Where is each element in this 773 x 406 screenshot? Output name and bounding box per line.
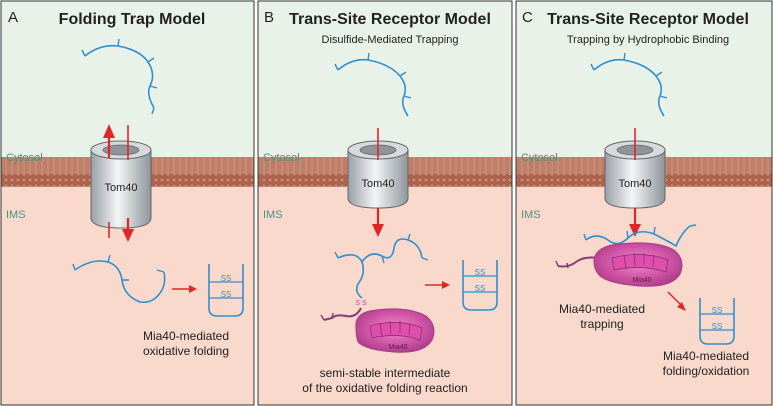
- ims-region: [258, 186, 512, 405]
- ims-substrate-cysteines: [72, 254, 165, 281]
- panel-c: C Trans-Site Receptor Model Trapping by …: [515, 0, 773, 406]
- disulfide-label: SS: [221, 274, 232, 283]
- panel-letter: A: [8, 9, 18, 26]
- folding-arrow-head: [677, 302, 686, 311]
- panel-border: [0, 0, 255, 406]
- tom40-label: Tom40: [361, 178, 394, 190]
- intermolecular-disulfide: S S: [355, 300, 367, 307]
- cytosol-region: [258, 1, 512, 159]
- mia40-tail: [557, 256, 599, 268]
- mia40-label: Mia40: [632, 277, 651, 284]
- folded-protein: SS SS: [699, 298, 735, 345]
- tom40-label: Tom40: [618, 178, 651, 190]
- cytosol-label: Cytosol: [263, 152, 300, 164]
- caption-line: oxidative folding: [143, 344, 229, 358]
- arrow-down-head: [372, 224, 384, 237]
- ims-substrate-cysteines: [334, 233, 429, 264]
- folding-arrow-head: [189, 285, 197, 293]
- substrate-cysteines: [81, 38, 158, 115]
- mia40-tail-marks: [555, 260, 569, 269]
- disulfide-label: SS: [712, 322, 723, 331]
- panel-title: Folding Trap Model: [59, 11, 206, 28]
- panel-a: A Folding Trap Model Cytosol IMS Tom40: [0, 0, 255, 406]
- caption-line: Mia40-mediated: [663, 349, 749, 363]
- disulfide-label: SS: [712, 306, 723, 315]
- ims-region: [516, 186, 772, 405]
- ims-label: IMS: [6, 209, 26, 221]
- cytosol-label: Cytosol: [521, 152, 558, 164]
- folded-protein: SS SS: [462, 260, 498, 311]
- mia40-tail: [323, 307, 362, 321]
- caption-line: folding/oxidation: [663, 364, 750, 378]
- tom40-label: Tom40: [104, 182, 137, 194]
- caption-line: of the oxidative folding reaction: [302, 381, 467, 395]
- mia40-label: Mia40: [388, 344, 407, 351]
- arrow-down-head: [629, 224, 641, 237]
- ims-substrate-chain: [337, 238, 423, 299]
- panel-letter: C: [522, 9, 533, 26]
- cytosol-label: Cytosol: [6, 152, 43, 164]
- caption-line: semi-stable intermediate: [320, 366, 451, 380]
- ims-substrate-chain: [585, 225, 691, 248]
- panel-title: Trans-Site Receptor Model: [547, 11, 749, 28]
- mia40-tail-marks: [320, 312, 334, 321]
- panel-b: B Trans-Site Receptor Model Disulfide-Me…: [257, 0, 513, 406]
- arrow-down-head: [122, 229, 134, 242]
- panel-border: [257, 0, 513, 406]
- panel-subtitle: Disulfide-Mediated Trapping: [322, 34, 459, 46]
- panel-letter: B: [264, 9, 274, 26]
- disulfide-label: SS: [475, 268, 486, 277]
- folding-arrow: [667, 291, 683, 307]
- panel-border: [515, 0, 773, 406]
- folding-arrow-head: [442, 281, 450, 289]
- ims-substrate-cysteines: [583, 224, 697, 241]
- arrow-up-head: [103, 124, 115, 138]
- caption-line: trapping: [580, 317, 623, 331]
- disulfide-label: SS: [475, 284, 486, 293]
- mia40: Mia40: [593, 242, 683, 287]
- panel-subtitle: Trapping by Hydrophobic Binding: [567, 34, 729, 46]
- ims-label: IMS: [263, 209, 283, 221]
- disulfide-label: SS: [221, 290, 232, 299]
- mia40: Mia40: [355, 308, 435, 353]
- substrate-cysteines: [334, 52, 412, 99]
- caption-line: Mia40-mediated: [143, 329, 229, 343]
- tom40-pore: Tom40: [347, 140, 409, 209]
- cytosol-region: [516, 1, 772, 159]
- folded-protein: SS SS: [208, 264, 244, 317]
- ims-label: IMS: [521, 209, 541, 221]
- ims-substrate-chain: [74, 260, 166, 304]
- caption-line: Mia40-mediated: [559, 302, 645, 316]
- tom40-pore: Tom40: [90, 140, 152, 229]
- substrate-cysteines: [590, 52, 668, 99]
- panel-title: Trans-Site Receptor Model: [289, 11, 491, 28]
